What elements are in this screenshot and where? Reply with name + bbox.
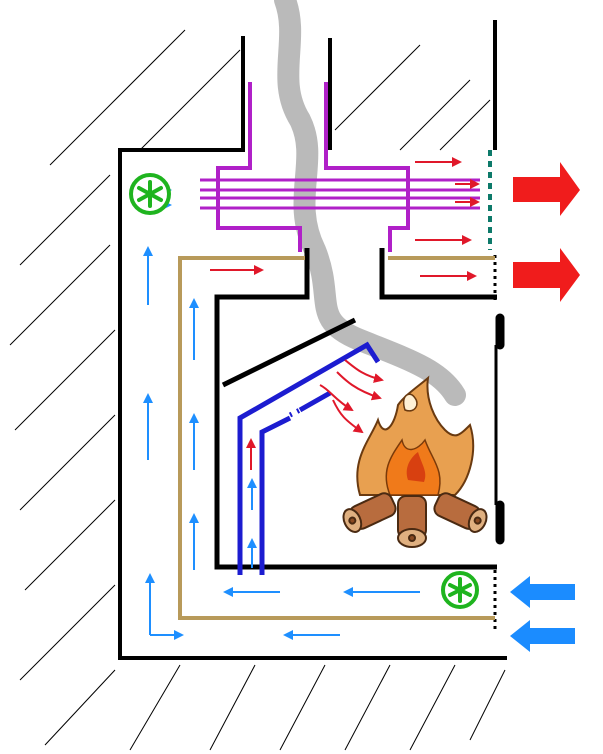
- air-tubes: [237, 341, 381, 575]
- outer-casing: [118, 20, 507, 660]
- flame-core: [406, 452, 426, 482]
- flame-outer: [356, 375, 475, 496]
- log: [433, 492, 488, 533]
- heat-exchanger: [200, 82, 480, 252]
- hot-air-outlet-arrow-bottom: [513, 248, 580, 302]
- wall-hatching-left: [9, 29, 186, 746]
- wall-hatching-bottom: [129, 664, 506, 751]
- front-openings: [488, 150, 505, 630]
- baffle-plate: [221, 317, 357, 388]
- warm-air-flow: [210, 157, 480, 470]
- hot-air-outlet-arrow-top: [513, 162, 580, 216]
- fire-icon: [356, 375, 475, 496]
- firebox: [214, 248, 497, 570]
- cold-air-inlet-arrows: [510, 576, 575, 652]
- inner-air-duct: [178, 256, 495, 620]
- fan-icon: [441, 571, 479, 609]
- firewood-logs: [342, 492, 488, 548]
- cold-air-inlet-arrow-bottom: [510, 620, 575, 652]
- wall-hatching-top: [139, 44, 491, 151]
- log: [397, 495, 427, 548]
- fan-icon: [129, 173, 171, 215]
- hot-air-outlet-arrows: [513, 162, 580, 302]
- cold-air-inlet-arrow-top: [510, 576, 575, 608]
- flame-tip: [403, 393, 418, 412]
- log: [342, 492, 397, 533]
- smoke-plume: [274, 0, 466, 406]
